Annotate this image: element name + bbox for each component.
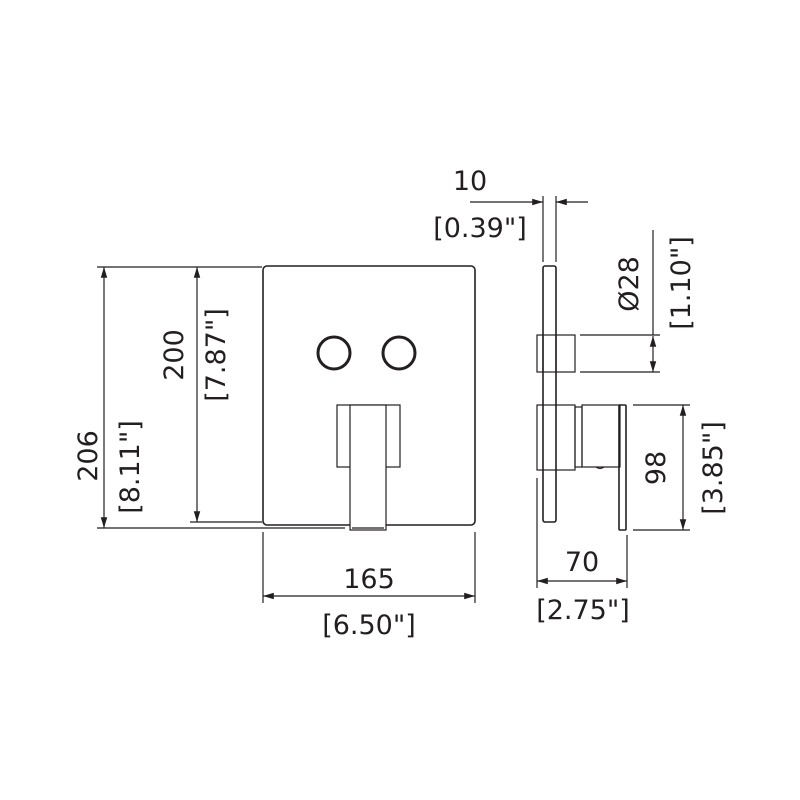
dim-70-mm: 70: [565, 547, 599, 578]
handle-lever: [349, 404, 387, 531]
dim-165-mm: 165: [343, 564, 395, 595]
dim-98-mm: 98: [641, 451, 672, 485]
diverter-knob-left: [316, 335, 352, 371]
dimension-206: 206 [8.11"]: [73, 266, 345, 529]
dimension-70: 70 [2.75"]: [536, 478, 630, 626]
dimension-98: 98 [3.85"]: [633, 404, 729, 531]
dim-200-inch: [7.87"]: [201, 308, 232, 402]
dimension-28: Ø28 [1.10"]: [580, 230, 697, 373]
side-connector: [574, 406, 583, 468]
dimension-165: 165 [6.50"]: [262, 532, 476, 641]
dim-165-inch: [6.50"]: [322, 610, 416, 641]
dim-98-inch: [3.85"]: [698, 421, 729, 515]
dimension-10: 10 [0.39"]: [433, 166, 588, 262]
dim-206-mm: 206: [73, 430, 104, 482]
side-lever: [618, 404, 627, 531]
diverter-knob-right: [381, 335, 417, 371]
dim-28-mm: Ø28: [614, 256, 645, 312]
dimension-200: 200 [7.87"]: [159, 267, 262, 523]
dim-206-inch: [8.11"]: [115, 420, 146, 514]
dim-200-mm: 200: [159, 329, 190, 381]
dim-10-inch: [0.39"]: [433, 213, 527, 244]
dim-10-mm: 10: [453, 166, 487, 197]
side-view: [536, 265, 627, 531]
front-view: [262, 265, 476, 531]
dim-28-inch: [1.10"]: [666, 236, 697, 330]
side-handle-body: [581, 404, 621, 468]
side-plate: [542, 265, 557, 523]
dim-70-inch: [2.75"]: [536, 595, 630, 626]
